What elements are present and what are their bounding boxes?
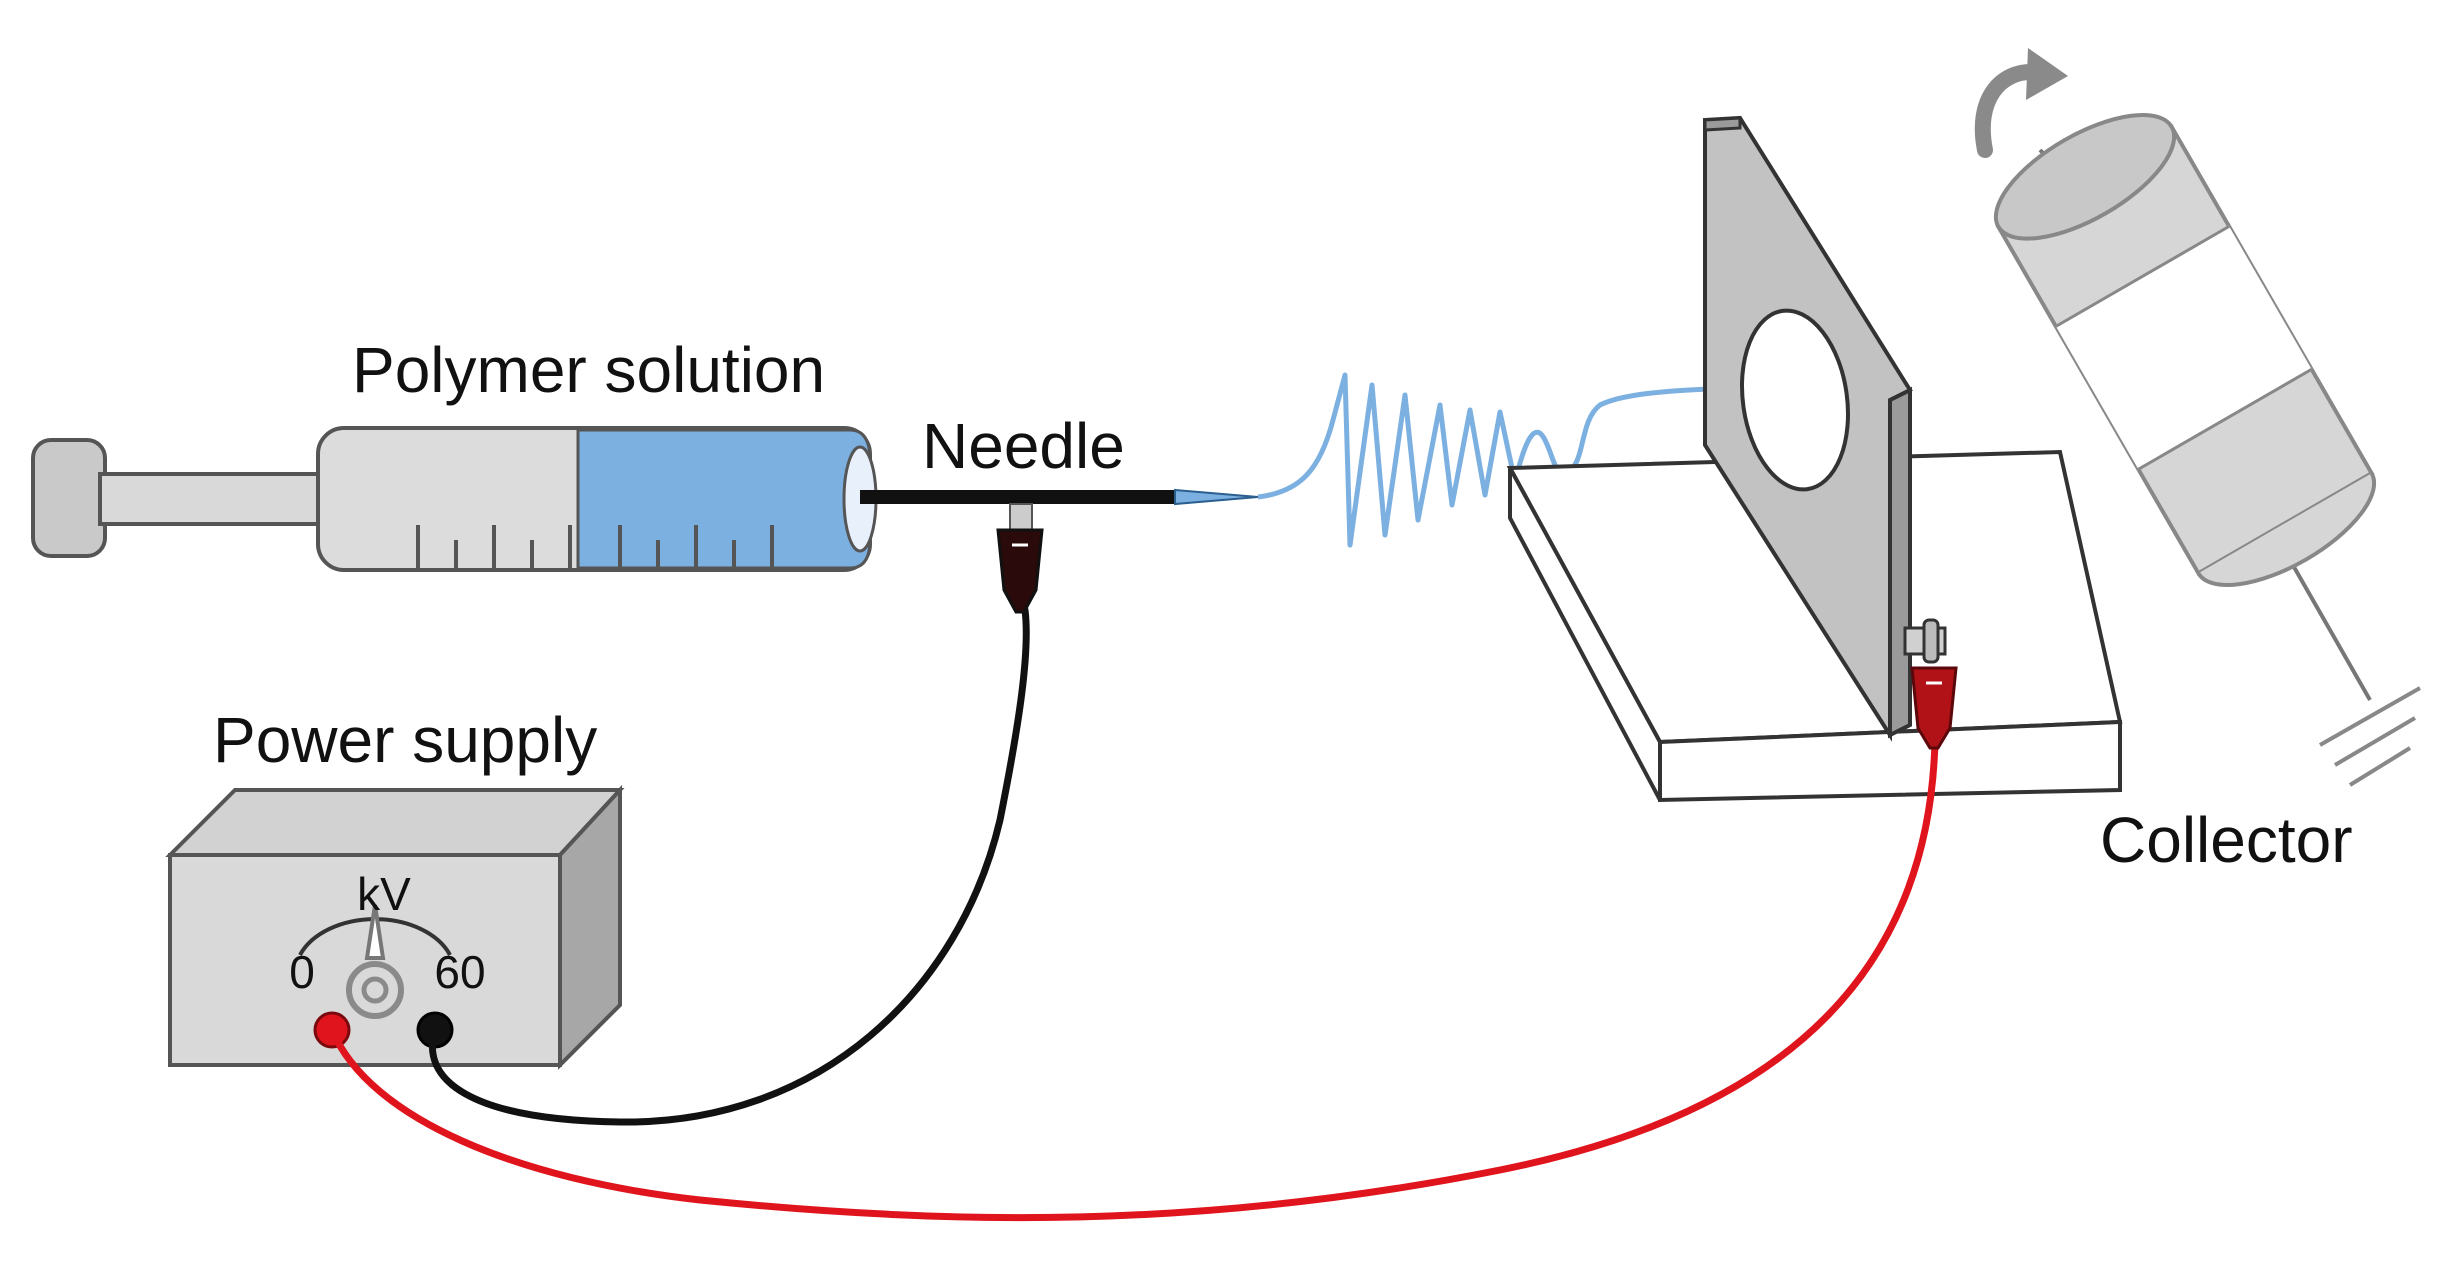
positive-wire <box>328 736 1939 1222</box>
plunger-thumb <box>31 438 107 558</box>
rotating-drum-collector <box>1974 48 2421 787</box>
polymer-jet-spiral <box>1257 372 1741 548</box>
label-collector: Collector <box>2100 804 2353 876</box>
alligator-clip-icon <box>996 503 1044 614</box>
voltage-dial[interactable] <box>298 904 452 1019</box>
needle <box>860 488 1259 506</box>
power-supply: kV 0 60 <box>165 784 625 1070</box>
plunger-rod <box>98 472 324 526</box>
negative-wire <box>428 606 1030 1126</box>
dial-unit-label: kV <box>357 868 411 920</box>
collector-stand <box>1506 115 2123 803</box>
screw-terminal <box>1903 618 1947 664</box>
label-needle: Needle <box>922 410 1125 482</box>
label-polymer-solution: Polymer solution <box>352 334 825 406</box>
dial-min-label: 0 <box>289 946 315 998</box>
syringe <box>31 426 878 572</box>
ground-symbol-icon <box>2319 686 2421 787</box>
curved-arrow-icon <box>1974 48 2068 158</box>
graduation-marks <box>416 525 774 568</box>
alligator-clip-icon <box>1910 666 1958 750</box>
dial-max-label: 60 <box>434 946 485 998</box>
collector-hole <box>1740 308 1850 492</box>
label-power-supply: Power supply <box>213 704 597 776</box>
